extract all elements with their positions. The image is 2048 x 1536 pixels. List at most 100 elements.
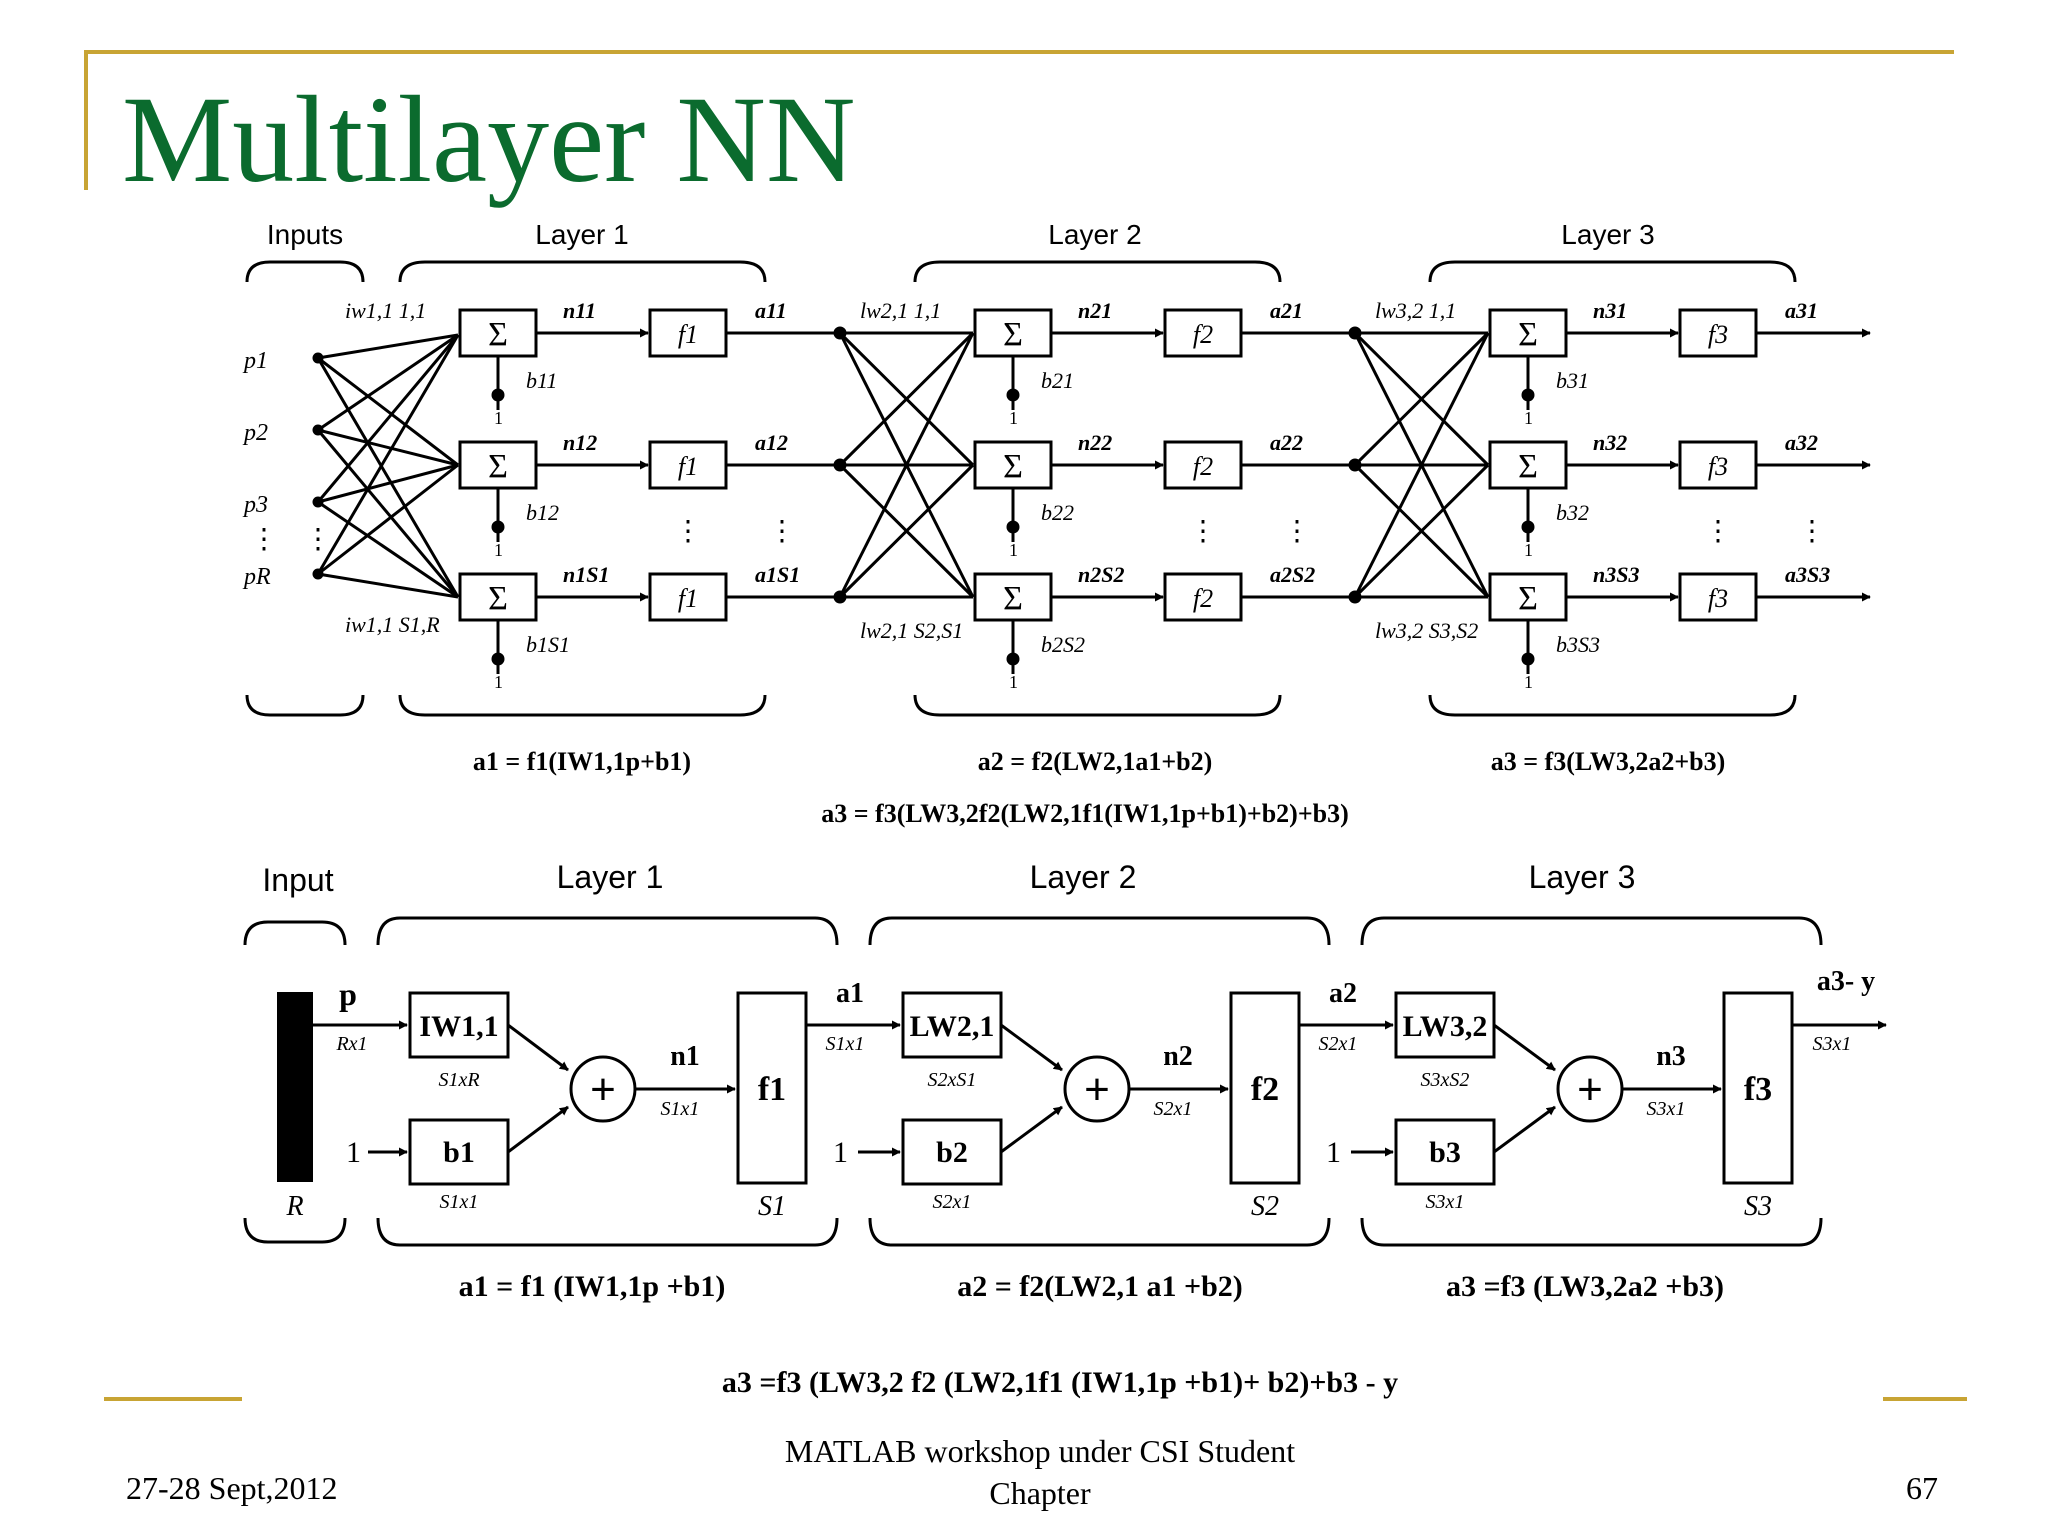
transfer-label: f3 — [1744, 1071, 1772, 1108]
top-eq-full: a3 = f3(LW3,2f2(LW2,1f1(IW1,1p+b1)+b2)+b… — [821, 799, 1349, 828]
bottom-layer3-label: Layer 3 — [1529, 859, 1636, 895]
a-label: a32 — [1785, 430, 1818, 455]
input-pR: pR — [242, 564, 271, 590]
a-label: a31 — [1785, 298, 1818, 323]
bias-label: b3S3 — [1556, 632, 1600, 657]
bias-one: 1 — [833, 1136, 848, 1169]
inputs-brace-bottom — [245, 694, 365, 717]
sum-symbol: Σ — [1518, 448, 1538, 485]
bias-label: b1 — [443, 1136, 475, 1169]
transfer-box — [736, 991, 808, 1185]
transfer-label: f3 — [1708, 452, 1728, 481]
a-label: a21 — [1270, 298, 1303, 323]
n-dim: S2x1 — [1154, 1098, 1193, 1120]
bias-label: b21 — [1041, 368, 1074, 393]
bias-label: b2 — [936, 1136, 968, 1169]
bias-one: 1 — [1524, 540, 1533, 560]
transfer-label: f2 — [1193, 452, 1213, 481]
bias-label: b2S2 — [1041, 632, 1085, 657]
adder-plus: + — [590, 1065, 616, 1114]
n-dim: S1x1 — [661, 1098, 700, 1120]
top-eq-layer3: a3 = f3(LW3,2a2+b3) — [1491, 747, 1726, 776]
input-dots: ⋮ — [250, 524, 278, 555]
dots: ⋮ — [1798, 516, 1826, 547]
layer2-label: Layer 2 — [1048, 219, 1141, 250]
n-label: n22 — [1078, 430, 1112, 455]
n-label: n11 — [563, 298, 596, 323]
bias-one: 1 — [1009, 408, 1018, 428]
top-rule — [84, 50, 1954, 54]
weight-label: LW3,2 — [1403, 1010, 1488, 1043]
bottom-eq-layer3: a3 =f3 (LW3,2a2 +b3) — [1446, 1270, 1724, 1303]
transfer-label: f2 — [1251, 1071, 1279, 1108]
bias-one: 1 — [1524, 408, 1533, 428]
dots: ⋮ — [768, 516, 796, 547]
bias-label: b1S1 — [526, 632, 570, 657]
l1-weight-bottom: iw1,1 S1,R — [345, 612, 440, 637]
transfer-label: f3 — [1708, 584, 1728, 613]
bias-label: b32 — [1556, 500, 1589, 525]
weight-dim: S1xR — [438, 1069, 479, 1091]
slide-title: Multilayer NN — [122, 71, 856, 208]
transfer-box — [1722, 991, 1794, 1185]
bias-dim: S2x1 — [933, 1191, 972, 1213]
bottom-eq-full: a3 =f3 (LW3,2 f2 (LW2,1f1 (IW1,1p +b1)+ … — [722, 1366, 1398, 1399]
bias-dim: S3x1 — [1426, 1191, 1465, 1213]
transfer-dim: S3 — [1744, 1191, 1772, 1222]
a-label: a3- y — [1817, 966, 1875, 997]
bias-dim: S1x1 — [440, 1191, 479, 1213]
sum-symbol: Σ — [1003, 316, 1023, 353]
layer3-label: Layer 3 — [1561, 219, 1654, 250]
layer2-neurons: Σ f2 1 b21 n21 a21 Σ f2 1 b22 n22 a22 ⋮ … — [973, 298, 1355, 692]
input-dim-label: Rx1 — [335, 1033, 367, 1055]
adder-plus: + — [1084, 1065, 1110, 1114]
bottom-layer2-label: Layer 2 — [1030, 859, 1137, 895]
sum-symbol: Σ — [488, 316, 508, 353]
n-label: n31 — [1593, 298, 1627, 323]
transfer-label: f3 — [1708, 320, 1728, 349]
n-label: n32 — [1593, 430, 1627, 455]
transfer-label: f1 — [758, 1071, 786, 1108]
top-diagram: Inputs Layer 1 Layer 2 Layer 3 p1 p2 p3 … — [242, 219, 1871, 828]
sum-symbol: Σ — [1003, 580, 1023, 617]
bias-one: 1 — [1009, 540, 1018, 560]
bottom-rule-right — [1883, 1397, 1967, 1401]
sum-symbol: Σ — [1518, 580, 1538, 617]
sum-symbol: Σ — [1003, 448, 1023, 485]
input-R-label: R — [285, 1191, 303, 1222]
n-dim: S3x1 — [1647, 1098, 1686, 1120]
bottom-layer3: LW3,2 S3xS2 b3 S3x1 1 + n3 S3x1 f3 S3 a3… — [1326, 966, 1887, 1222]
n-label: n3S3 — [1593, 562, 1639, 587]
a-label: a12 — [755, 430, 788, 455]
n-label: n2S2 — [1078, 562, 1124, 587]
transfer-label: f2 — [1193, 320, 1213, 349]
bias-label: b3 — [1429, 1136, 1461, 1169]
bottom-rule-left — [104, 1397, 242, 1401]
bias-one: 1 — [494, 408, 503, 428]
layer3-neurons: Σ f3 1 b31 n31 a31 Σ f3 1 b32 n32 a32 ⋮ … — [1488, 298, 1871, 692]
weight-dim: S3xS2 — [1421, 1069, 1470, 1091]
transfer-label: f1 — [678, 452, 698, 481]
transfer-box — [1229, 991, 1301, 1185]
transfer-dim: S1 — [758, 1191, 786, 1222]
a-dim: S2x1 — [1319, 1033, 1358, 1055]
n-label: n1 — [670, 1041, 700, 1072]
adder-plus: + — [1577, 1065, 1603, 1114]
input-vector-bar — [277, 992, 313, 1182]
l1-weight-top: iw1,1 1,1 — [345, 298, 426, 323]
l3-weight-top: lw3,2 1,1 — [1375, 298, 1456, 323]
n-label: n12 — [563, 430, 597, 455]
dots: ⋮ — [1704, 516, 1732, 547]
bottom-eq-layer1: a1 = f1 (IW1,1p +b1) — [459, 1270, 726, 1303]
bottom-eq-layer2: a2 = f2(LW2,1 a1 +b2) — [957, 1270, 1243, 1303]
layer2-connections — [838, 331, 975, 599]
sum-symbol: Σ — [1518, 316, 1538, 353]
bias-label: b11 — [526, 368, 557, 393]
bias-one: 1 — [1524, 672, 1533, 692]
l2-weight-bottom: lw2,1 S2,S1 — [860, 618, 963, 643]
a-label: a2 — [1329, 978, 1357, 1009]
bias-label: b12 — [526, 500, 559, 525]
weight-label: IW1,1 — [419, 1010, 498, 1043]
transfer-label: f1 — [678, 584, 698, 613]
